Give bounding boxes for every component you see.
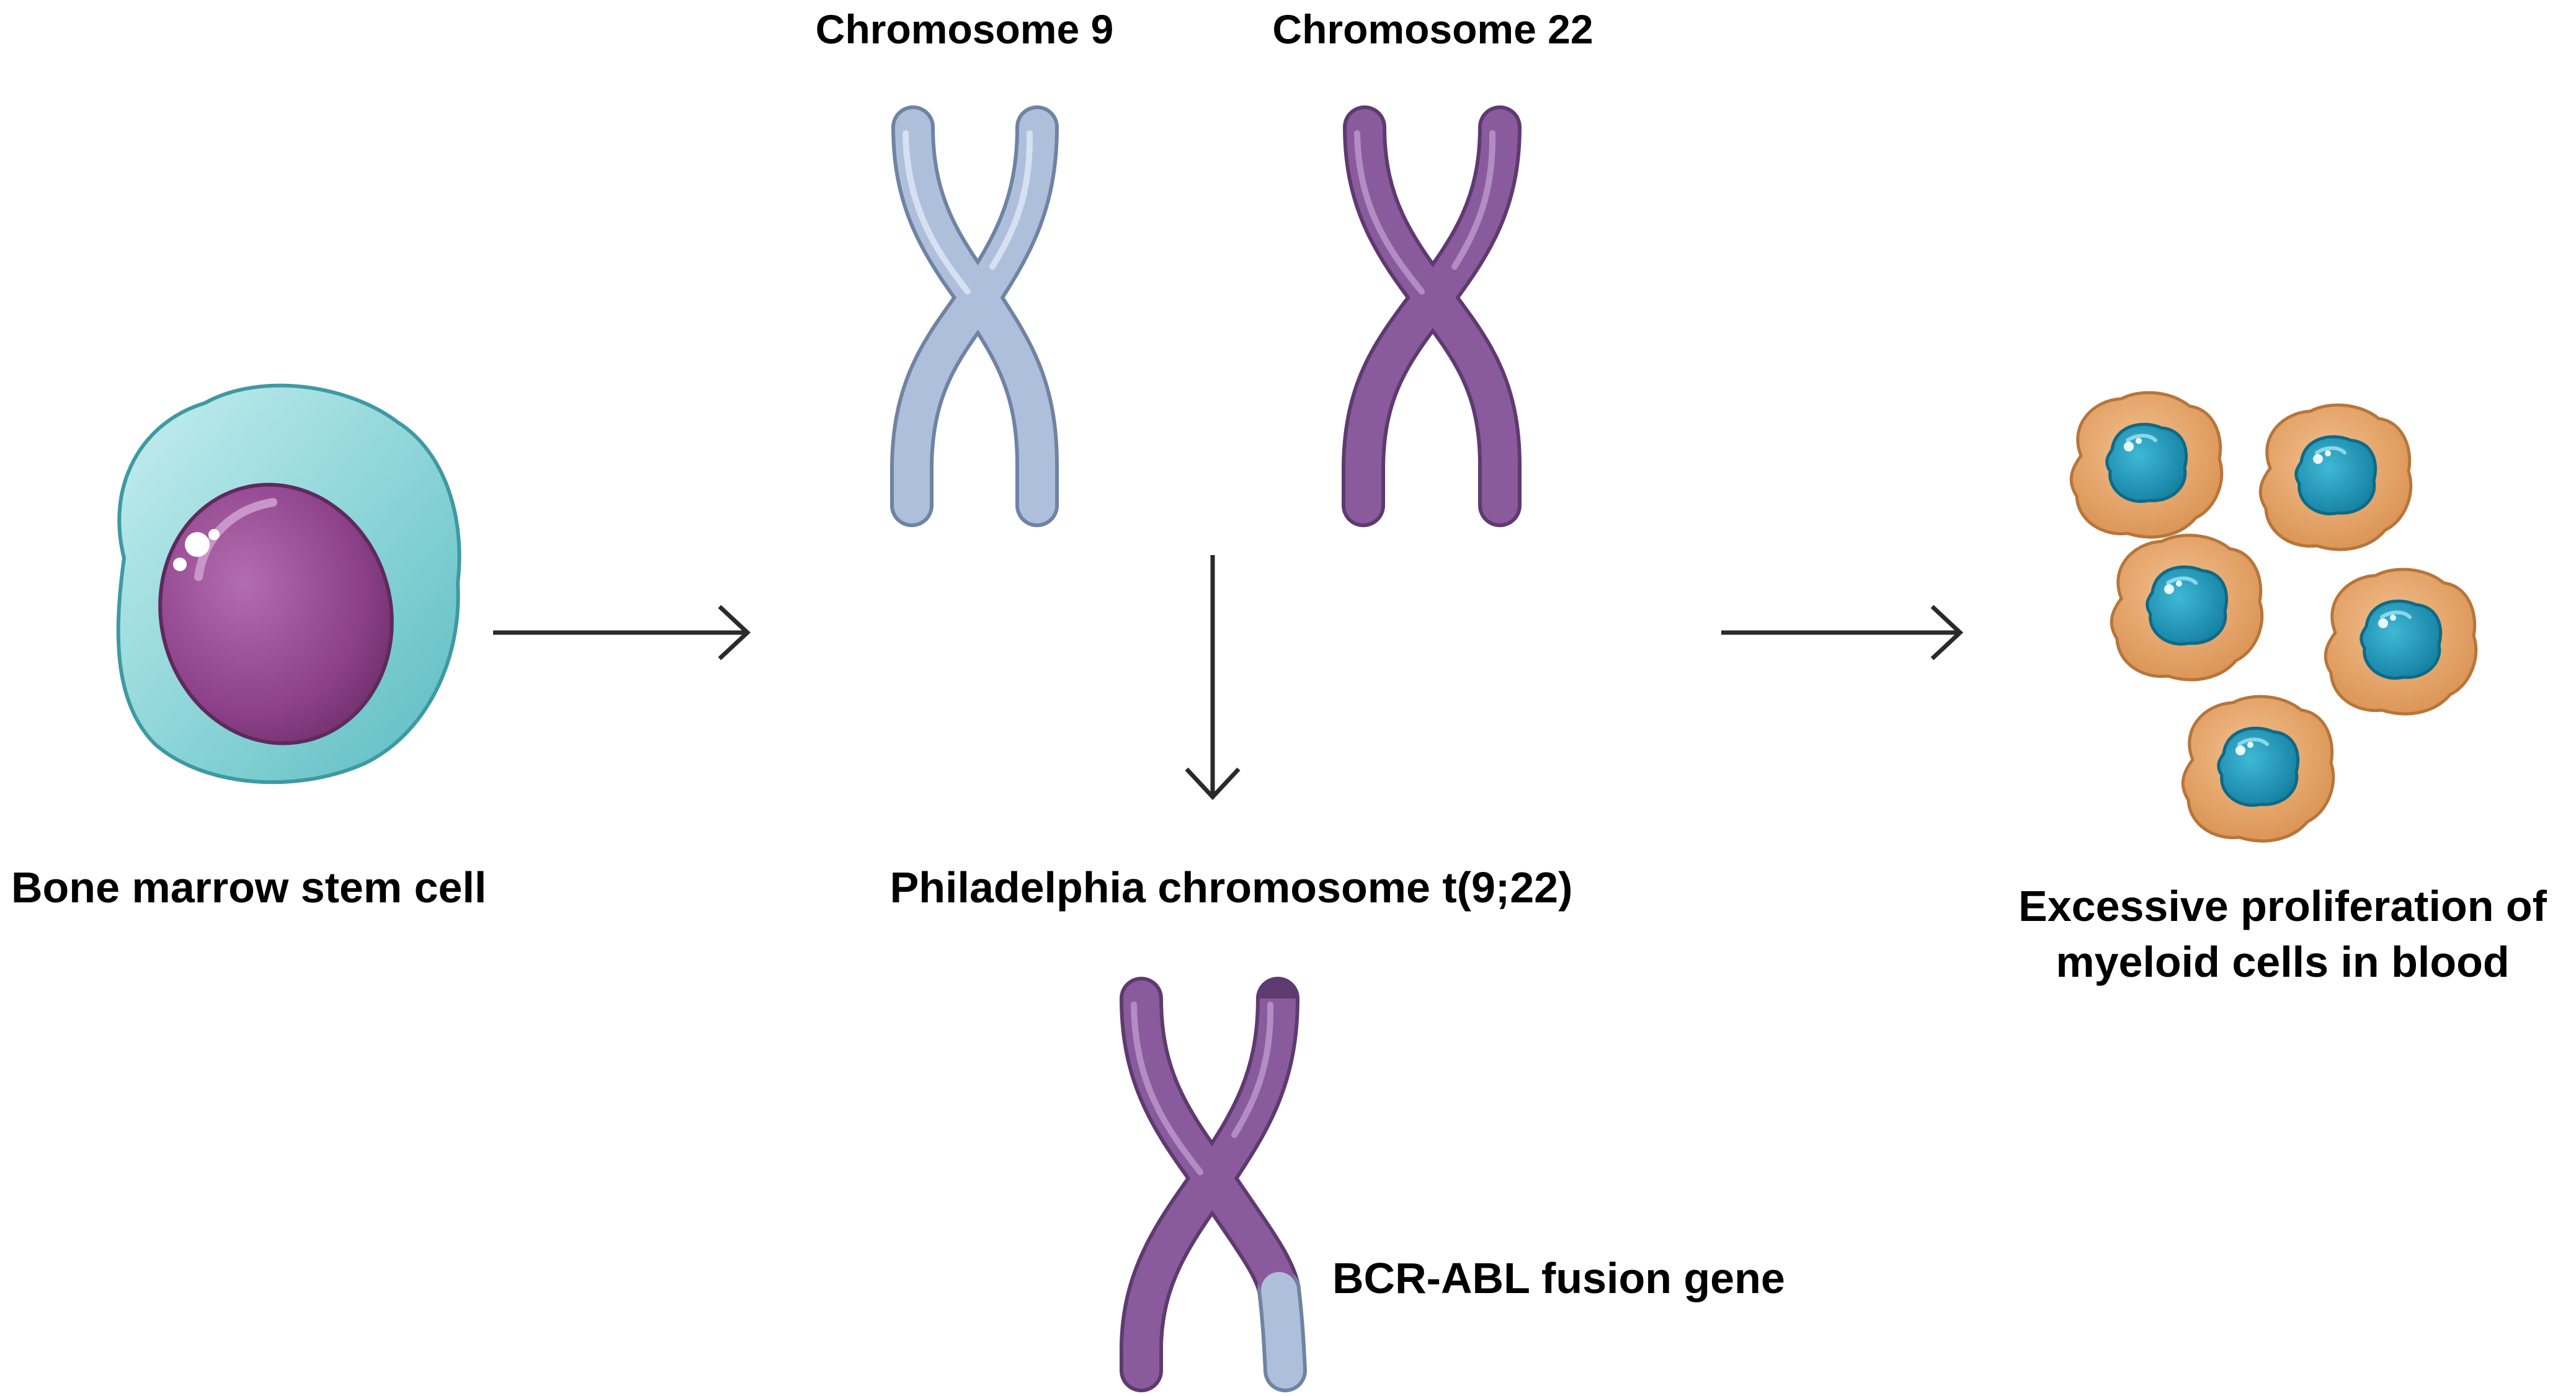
proliferation-label-line-2: myeloid cells in blood: [2056, 938, 2509, 986]
bcr-abl-fusion-gene-label: BCR-ABL fusion gene: [1332, 1254, 1785, 1302]
philadelphia-chromosome-label: Philadelphia chromosome t(9;22): [890, 863, 1573, 912]
chromosome-9-icon: [890, 105, 1059, 527]
chromosome-22-icon: [1342, 105, 1522, 527]
chromosome-22-label: Chromosome 22: [1272, 6, 1593, 52]
proliferation-label-line-1: Excessive proliferation of: [2018, 882, 2547, 930]
stem-cell-icon: [116, 383, 461, 785]
stem-cell-label: Bone marrow stem cell: [11, 863, 486, 912]
chromosome-9-label: Chromosome 9: [816, 6, 1113, 52]
myeloid-cells-icon: [2071, 393, 2476, 841]
philadelphia-chromosome-icon: [1120, 977, 1307, 1392]
